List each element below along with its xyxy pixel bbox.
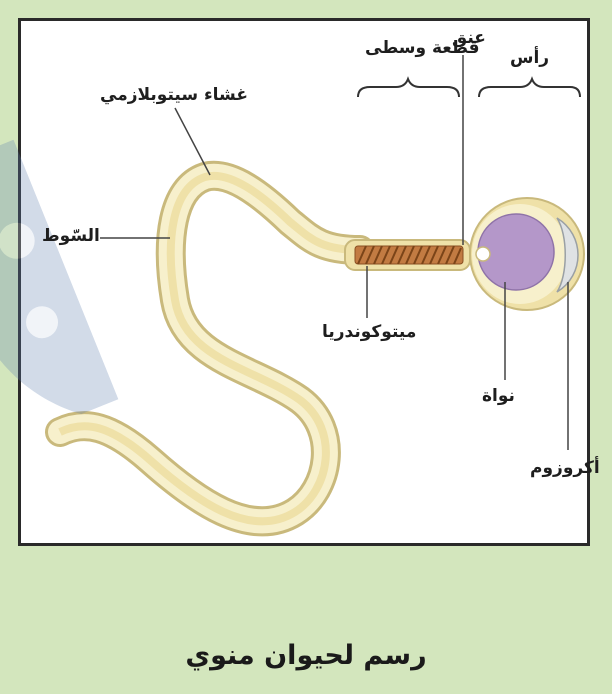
figure-caption: رسم لحيوان منوي [0,640,612,671]
middle-piece [345,240,470,270]
bracket-middle-piece [358,79,459,97]
label-flagellum: السّوط [42,226,100,246]
bracket-head [479,79,580,97]
label-mitochondria: ميتوكوندريا [322,322,416,342]
label-plasma-membrane: غشاء سيتوبلازمي [100,85,248,105]
sperm-head [470,198,584,310]
label-acrosome: أكروزوم [530,458,600,478]
flagellum-tail [60,176,360,522]
label-middle-piece: قطعة وسطى [365,38,480,58]
label-nucleus: نواة [482,386,515,406]
label-head: رأس [510,48,549,68]
leader-membrane [175,108,210,175]
centriole [476,247,490,261]
